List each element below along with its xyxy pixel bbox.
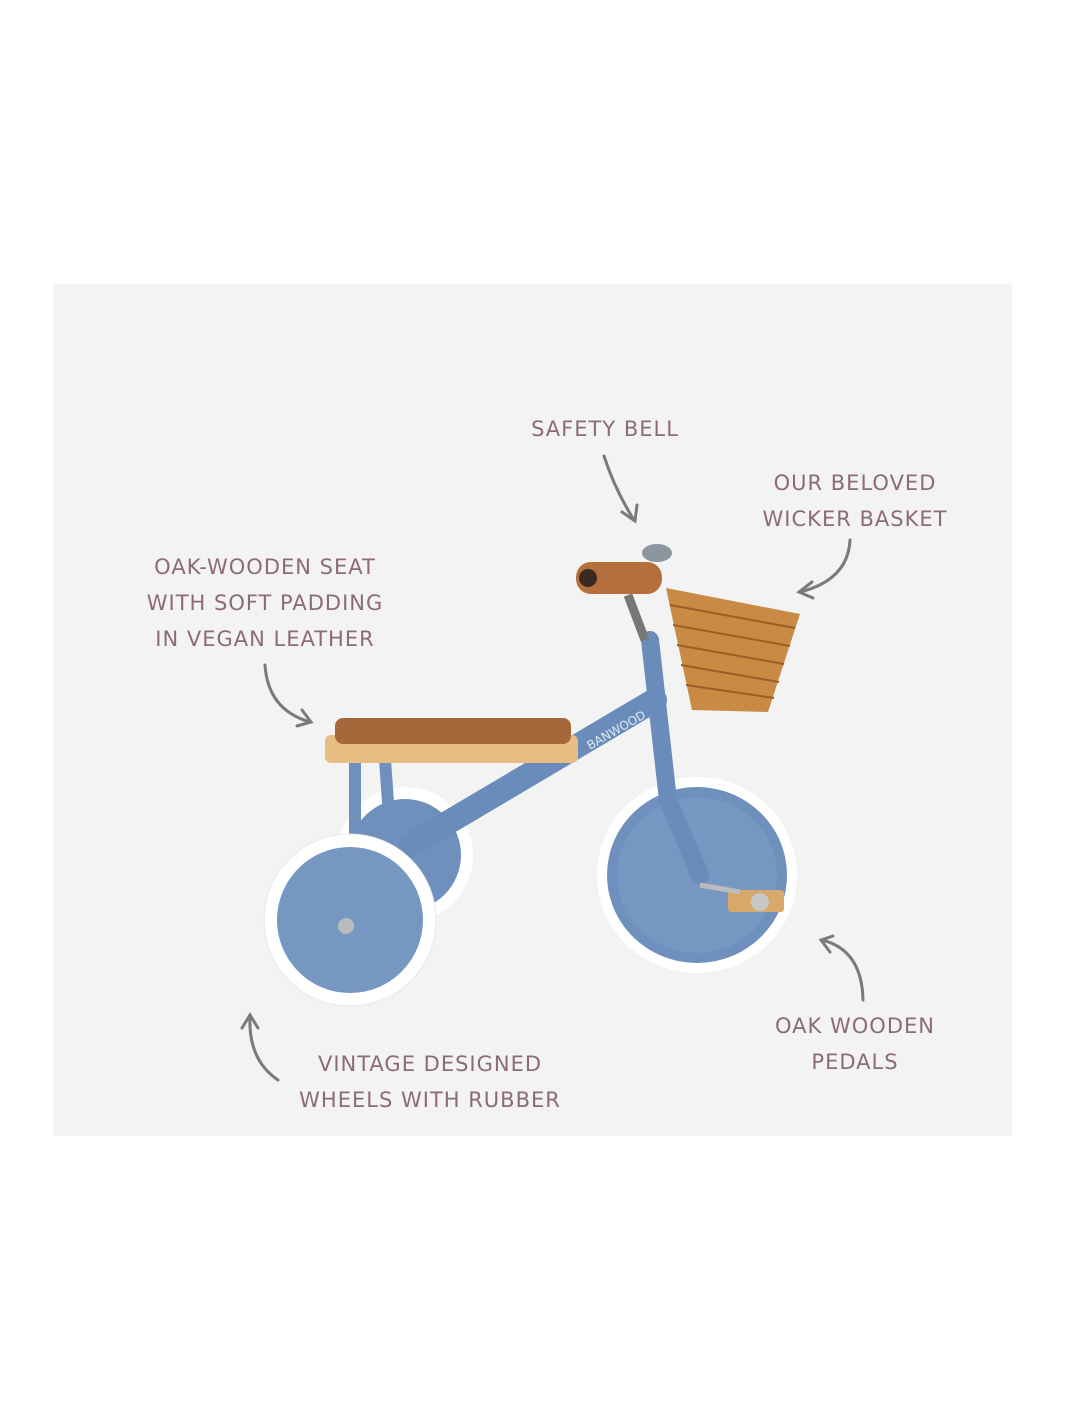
callout-line: WICKER BASKET (762, 507, 948, 531)
frame-tube (398, 688, 667, 857)
callout-line: OAK WOODEN (775, 1014, 935, 1038)
arrow-seat-icon (263, 663, 314, 728)
callout-wheels: VINTAGE DESIGNED WHEELS WITH RUBBER (299, 1046, 561, 1118)
arrow-pedals-icon (818, 934, 865, 1002)
rear-stays (349, 759, 396, 835)
callout-wicker-basket: OUR BELOVED WICKER BASKET (763, 465, 948, 537)
callout-safety-bell: SAFETY BELL (531, 411, 679, 447)
callout-pedals: OAK WOODEN PEDALS (775, 1008, 935, 1080)
callout-line: OAK-WOODEN SEAT (154, 555, 376, 579)
seat-cushion (335, 718, 571, 744)
handlebar-grip (576, 562, 662, 594)
callout-seat: OAK-WOODEN SEAT WITH SOFT PADDING IN VEG… (147, 549, 384, 657)
callout-line: WHEELS WITH RUBBER (299, 1088, 561, 1112)
wicker-basket (666, 588, 800, 712)
callout-line: WITH SOFT PADDING (146, 591, 384, 615)
product-panel (53, 284, 1012, 1136)
stem (623, 593, 650, 642)
arrow-wheels-icon (240, 1012, 280, 1082)
bell-icon (642, 544, 672, 562)
callout-line: PEDALS (811, 1050, 899, 1074)
rear-wheel-front (263, 833, 437, 1007)
arrow-basket-icon (796, 538, 852, 600)
callout-line: OUR BELOVED (773, 471, 937, 495)
callout-line: IN VEGAN LEATHER (155, 627, 375, 651)
callout-line: VINTAGE DESIGNED (317, 1052, 543, 1076)
arrows (240, 454, 865, 1082)
arrow-bell-icon (602, 454, 639, 524)
fork (641, 631, 709, 884)
callout-line: SAFETY BELL (531, 417, 679, 441)
